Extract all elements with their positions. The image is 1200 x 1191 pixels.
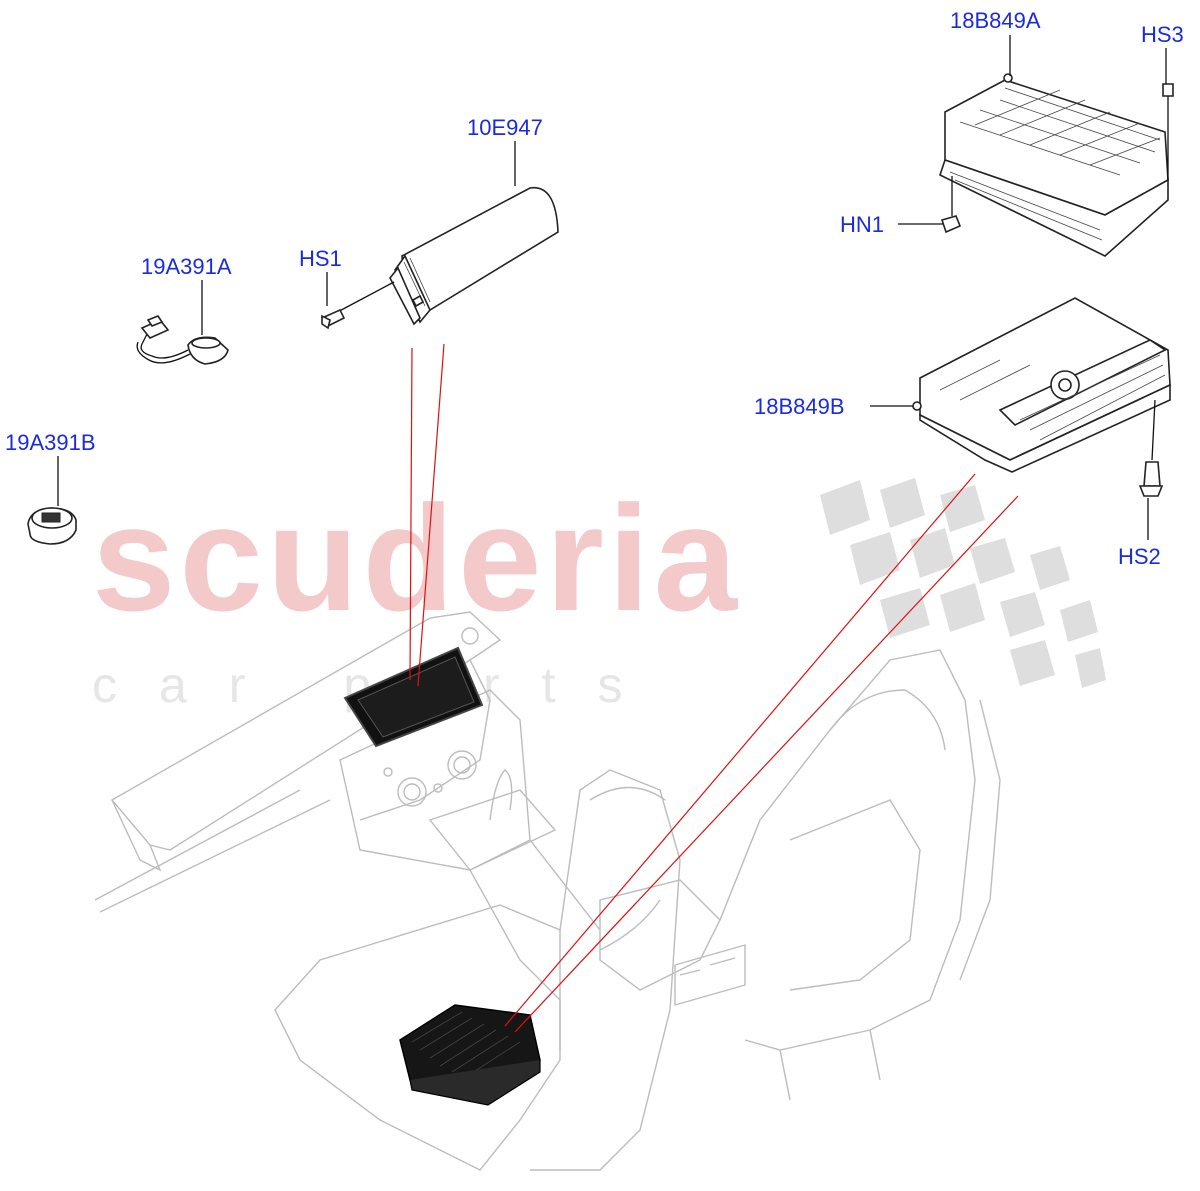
watermark: scuderia car parts xyxy=(92,474,1106,713)
watermark-brand: scuderia xyxy=(92,474,741,642)
hs2-screw-part xyxy=(1143,461,1161,487)
vehicle-interior-outline xyxy=(94,611,1001,1171)
callout-19a391a: 19A391A xyxy=(141,254,232,279)
module-18b849b-part xyxy=(912,297,1171,497)
callout-leaders xyxy=(57,35,1167,540)
module-indicator-line-2 xyxy=(514,495,1019,1033)
installed-module-location xyxy=(399,1004,541,1106)
display-indicator-line-1 xyxy=(409,347,413,681)
callout-18b849b: 18B849B xyxy=(754,394,845,419)
callout-hs3: HS3 xyxy=(1141,22,1184,47)
touchscreen-display-part xyxy=(329,186,559,326)
module-indicator-line-1 xyxy=(504,473,976,1027)
usb-socket-part xyxy=(27,507,77,545)
callout-hn1: HN1 xyxy=(840,212,884,237)
hn1-nut-part xyxy=(940,215,962,234)
usb-socket-with-harness-part xyxy=(136,315,229,365)
callout-19a391b: 19A391B xyxy=(5,430,96,455)
display-indicator-line-2 xyxy=(417,343,445,687)
callout-hs1: HS1 xyxy=(299,246,342,271)
location-indicator-lines xyxy=(409,343,1019,1033)
callout-18b849a: 18B849A xyxy=(950,8,1041,33)
installed-display-location xyxy=(343,646,484,748)
hs1-screw-part xyxy=(320,308,346,330)
hs3-screw-part xyxy=(1162,83,1174,97)
module-18b849a-part xyxy=(939,73,1174,257)
callout-labels: 18B849A HS3 10E947 HS1 19A391A HN1 19A39… xyxy=(5,8,1184,569)
callout-hs2: HS2 xyxy=(1118,544,1161,569)
callout-10e947: 10E947 xyxy=(467,115,543,140)
checkered-flag-logo xyxy=(820,478,1106,688)
